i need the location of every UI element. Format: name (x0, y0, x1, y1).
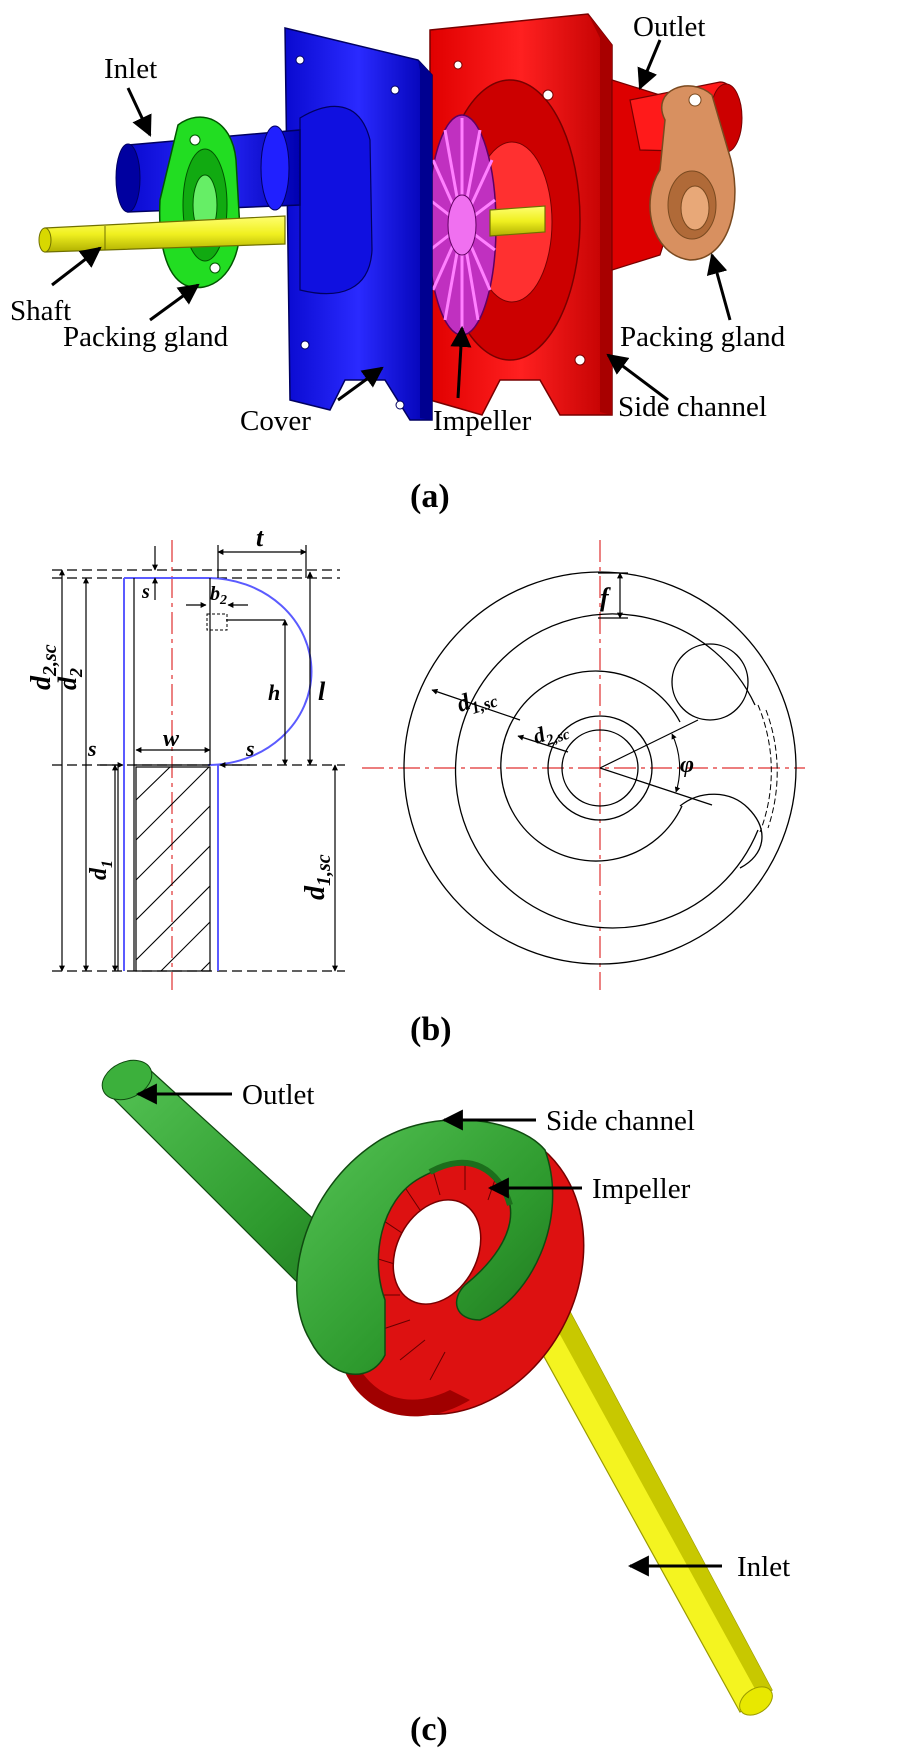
symbol-d2sc: d2,sc (26, 644, 61, 690)
symbol-s-left: s (87, 736, 97, 761)
symbol-h: h (268, 680, 280, 705)
symbol-w: w (163, 726, 180, 752)
symbol-d2: d2 (53, 668, 86, 690)
label-impeller-a: Impeller (433, 405, 532, 437)
label-impeller-c: Impeller (592, 1173, 691, 1205)
label-packing-gland-left: Packing gland (63, 321, 229, 353)
panel-a-pump-exploded-view: Inlet Outlet Shaft Packing gland Packing… (10, 11, 786, 437)
cross-section-view (52, 540, 345, 990)
label-packing-gland-right: Packing gland (620, 321, 786, 353)
label-inlet-c: Inlet (737, 1551, 790, 1583)
symbol-l: l (318, 677, 326, 706)
symbol-t: t (256, 523, 264, 552)
impeller-part (427, 114, 497, 336)
symbol-s-top: s (141, 581, 150, 603)
panel-b-geometry-drawing: t s b2 h l s w s d2,sc d2 d1 d1,sc (26, 523, 805, 990)
symbol-b2: b2 (210, 583, 227, 608)
front-view (362, 540, 805, 990)
panel-c-fluid-domain: Outlet Side channel Impeller Inlet (101, 1059, 790, 1716)
label-inlet-a: Inlet (104, 53, 157, 85)
cover-part (284, 27, 433, 421)
inlet-domain (509, 1264, 773, 1716)
symbol-f: f (600, 583, 611, 612)
label-outlet-a: Outlet (633, 11, 706, 43)
label-shaft: Shaft (10, 295, 71, 327)
label-cover: Cover (240, 405, 311, 437)
symbol-d1sc-right: d1,sc (454, 681, 501, 722)
shaft-part (38, 205, 546, 253)
symbol-s-right: s (245, 736, 255, 761)
label-side-channel-c: Side channel (546, 1105, 695, 1137)
caption-a: (a) (410, 478, 450, 515)
symbol-d2sc-right: d2,sc (530, 714, 572, 752)
label-outlet-c: Outlet (242, 1079, 315, 1111)
symbol-phi: φ (680, 752, 694, 778)
label-side-channel-a: Side channel (618, 391, 767, 423)
caption-b: (b) (410, 1011, 452, 1048)
symbol-d1: d1 (86, 860, 116, 880)
caption-c: (c) (410, 1711, 448, 1748)
symbol-d1sc: d1,sc (300, 854, 335, 900)
packing-gland-right-part (649, 85, 736, 261)
